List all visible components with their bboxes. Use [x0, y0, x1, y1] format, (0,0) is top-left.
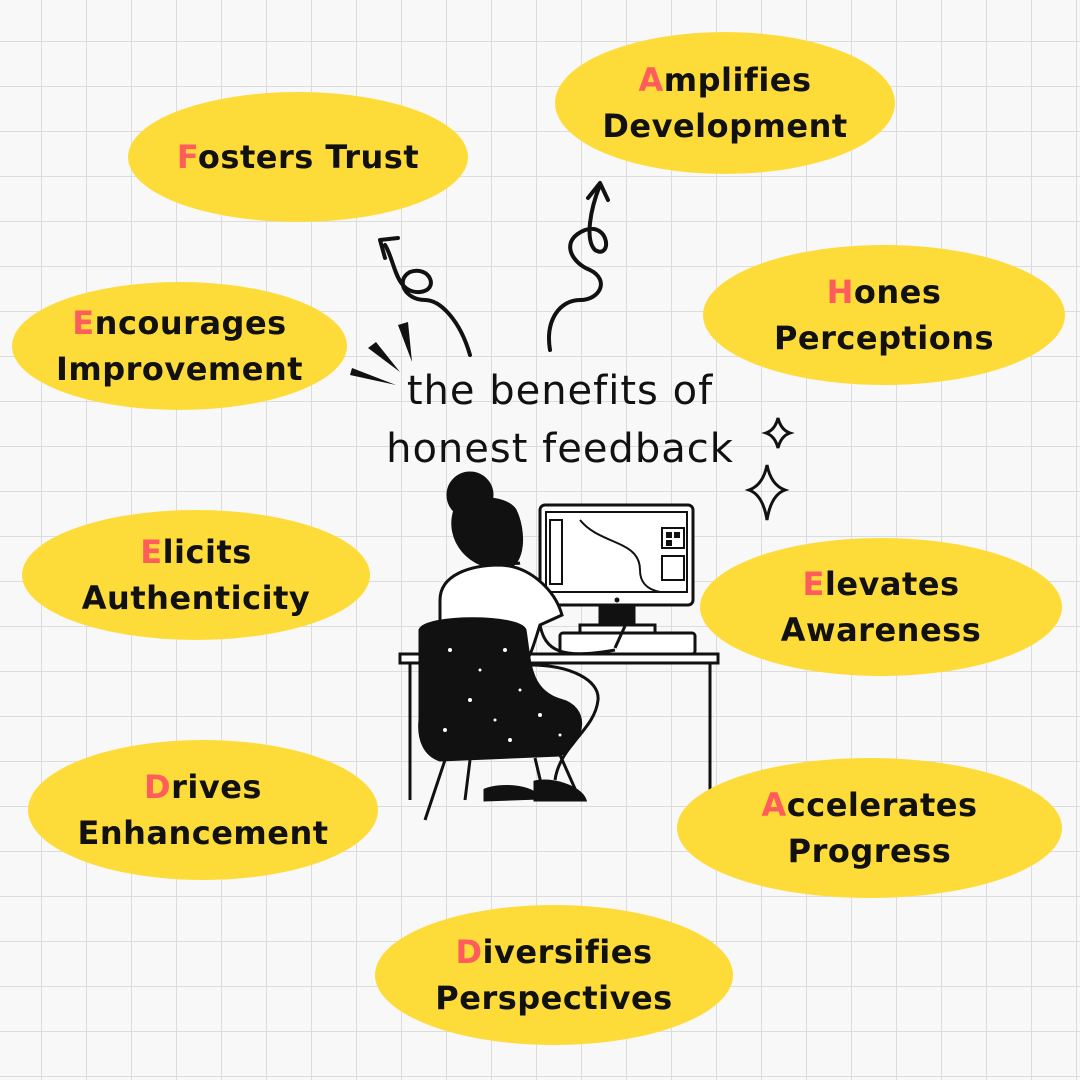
benefit-encourages-improvement: Encourages Improvement [12, 282, 347, 410]
benefit-label-1: Encourages [72, 304, 287, 342]
benefit-label-2: Enhancement [77, 814, 329, 852]
benefit-fosters-trust: Fosters Trust [128, 92, 468, 222]
curly-arrow-icon [378, 236, 472, 357]
benefit-label-2: Awareness [780, 611, 982, 649]
benefit-label-1: Hones [826, 273, 942, 311]
title-line-1: the benefits of [406, 368, 714, 414]
benefit-initial: A [638, 61, 664, 99]
benefit-initial: E [72, 304, 95, 342]
benefit-initial: A [761, 786, 787, 824]
curly-arrow-icon [547, 181, 610, 352]
benefit-initial: H [826, 273, 854, 311]
benefit-elevates-awareness: Elevates Awareness [700, 538, 1062, 676]
benefit-initial: D [455, 933, 483, 971]
benefit-label-1: Accelerates [761, 786, 978, 824]
monitor [538, 503, 697, 656]
benefit-initial: E [140, 533, 163, 571]
benefit-label-2: Progress [787, 832, 952, 870]
woman-figure [438, 471, 632, 802]
benefit-label-2: Perceptions [773, 319, 995, 357]
benefit-label-1: Drives [144, 768, 262, 806]
benefit-label-1: Elicits [140, 533, 252, 571]
benefit-diversifies-perspectives: Diversifies Perspectives [375, 905, 733, 1045]
benefit-label-1: Amplifies [638, 61, 812, 99]
benefit-amplifies-development: Amplifies Development [555, 32, 895, 174]
diagram-title: the benefits of honest feedback [360, 362, 760, 478]
benefit-initial: E [802, 565, 825, 603]
benefit-initial: D [144, 768, 172, 806]
emphasis-lines-icon [350, 322, 412, 385]
benefit-label-1: Diversifies [455, 933, 653, 971]
title-line-2: honest feedback [386, 426, 734, 472]
benefit-drives-enhancement: Drives Enhancement [28, 740, 378, 880]
benefit-accelerates-progress: Accelerates Progress [677, 758, 1062, 898]
sparkle-icon [744, 417, 795, 521]
benefit-label-2: Authenticity [81, 579, 311, 617]
desk [398, 652, 720, 800]
benefit-initial: F [176, 138, 198, 176]
benefit-label-2: Development [602, 107, 848, 145]
benefit-elicits-authenticity: Elicits Authenticity [22, 510, 370, 640]
chair [418, 617, 583, 821]
benefit-label-2: Improvement [55, 350, 304, 388]
benefit-label: Fosters Trust [176, 138, 420, 176]
benefit-label-2: Perspectives [435, 979, 673, 1017]
benefit-hones-perceptions: Hones Perceptions [703, 245, 1065, 385]
benefit-label-1: Elevates [802, 565, 960, 603]
